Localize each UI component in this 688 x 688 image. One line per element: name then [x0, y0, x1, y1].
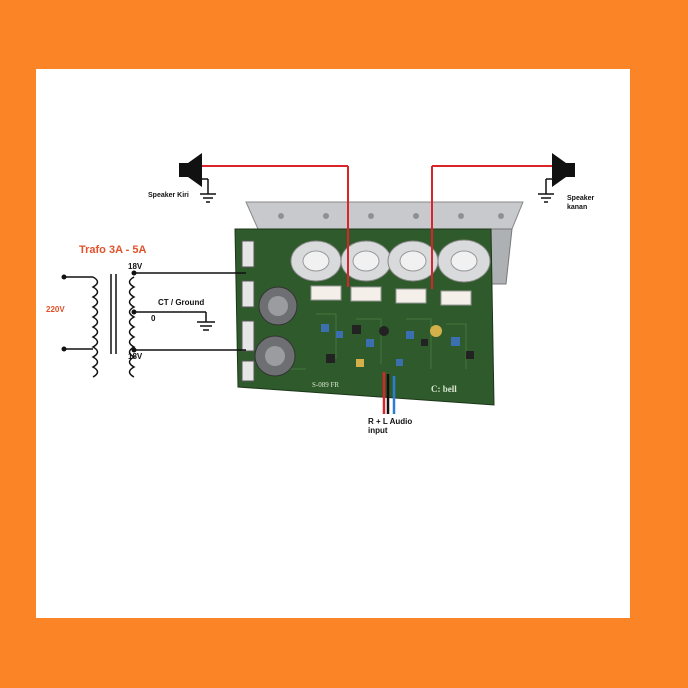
center-tap-label: CT / Ground	[158, 298, 204, 307]
ground-icon	[200, 194, 216, 202]
speaker-left-label: Speaker Kiri	[148, 192, 189, 199]
secondary-top-voltage: 18V	[128, 262, 142, 271]
mains-voltage-label: 220V	[46, 305, 65, 314]
transistor-4	[438, 240, 490, 282]
board-model-text: S-089 FR	[312, 381, 339, 389]
board-brand-text: C: bell	[431, 384, 457, 394]
ground-icon	[197, 322, 215, 330]
transformer-symbol	[64, 273, 246, 377]
transistor-1	[291, 241, 341, 281]
ground-icon	[538, 194, 554, 202]
center-tap-value: 0	[151, 314, 155, 323]
speaker-right-label-line1: Speaker	[567, 195, 594, 202]
audio-input-label-line1: R + L Audio	[368, 417, 412, 426]
audio-input-label-line2: input	[368, 426, 388, 435]
secondary-bottom-voltage: 18V	[128, 352, 142, 361]
transformer-title: Trafo 3A - 5A	[79, 244, 146, 256]
wiring-diagram	[36, 69, 630, 618]
transistor-3	[388, 241, 438, 281]
diagram-panel: Trafo 3A - 5A 220V 18V CT / Ground 0 18V…	[36, 69, 630, 618]
speaker-right-label-line2: kanan	[567, 204, 587, 211]
transformer-terminals	[62, 271, 137, 353]
